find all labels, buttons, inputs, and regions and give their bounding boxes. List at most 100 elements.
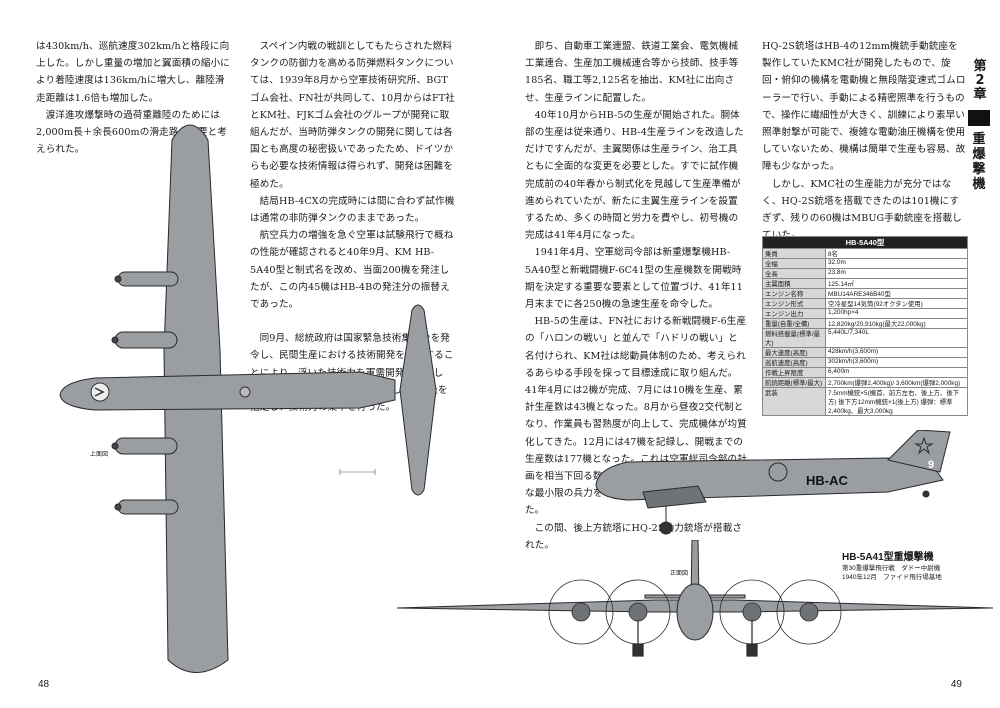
spec-table-title: HB-5A40型 (762, 236, 968, 249)
fuselage (59, 371, 396, 411)
spec-row: 最大速度(高度)428km/h(3,600m) (762, 347, 968, 358)
tail-wheel (922, 490, 930, 498)
paragraph: しかし、KMC社の生産能力が充分ではなく、HQ-2S銃塔を搭載できたのは101機… (762, 178, 962, 242)
spec-value: MBU14ARE346B40型 (825, 288, 968, 299)
front-fuselage (676, 583, 714, 641)
spec-value: 302km/h(3,600m) (825, 357, 968, 368)
spec-value: 428km/h(3,600m) (825, 347, 968, 358)
paragraph: 40年10月からHB-5の生産が開始された。胴体部の生産は従来通り、HB-4生産… (525, 109, 744, 242)
propeller-hub (111, 442, 119, 450)
paragraph: 1941年4月、空軍総司令部は新重爆撃機HB-5A40型と新戦闘機F-6C41型… (525, 247, 743, 311)
page-number-right: 49 (950, 679, 962, 690)
front-view-label: 正面図 (670, 571, 689, 577)
spec-key: 航続距離(標準/最大) (762, 377, 826, 388)
page-number-left: 48 (38, 679, 50, 690)
horizontal-stabilizer (399, 304, 437, 496)
spec-key: 作戦上昇限度 (762, 367, 826, 378)
spec-row: 航続距離(標準/最大)2,700km(爆弾2,400kg)/ 3,600km(爆… (762, 377, 968, 388)
chapter-number: 第2章 (973, 59, 987, 102)
spec-value: 空冷星型14気筒(92オクタン使用) (825, 298, 968, 309)
spec-row: エンジン形式空冷星型14気筒(92オクタン使用) (762, 298, 968, 309)
canopy (239, 386, 251, 398)
spec-row: 燃料搭載量(標準/最大)5,440L/7,340L (762, 328, 968, 348)
spec-value: 2,700km(爆弾2,400kg)/ 3,600km(爆弾2,000kg) (825, 377, 968, 388)
roundel-icon (768, 462, 788, 482)
side-view-diagram: HB-AC 9 (595, 430, 951, 535)
spec-row: 巡航速度(高度)302km/h(3,600m) (762, 357, 968, 368)
plane-caption-title: HB-5A41型重爆撃機 (842, 552, 934, 563)
paragraph: 航空兵力の増強を急ぐ空軍は試験飛行で概ねの性能が確認されると40年9月、KM H… (250, 230, 454, 311)
front-wheel (746, 643, 758, 657)
spec-value: 1,200hp×4 (825, 308, 968, 319)
paragraph: この間、後上方銃塔にHQ-2S動力銃塔が搭載された。 (525, 522, 743, 551)
tail-star-icon (914, 436, 934, 455)
engine-nacelle (117, 499, 179, 515)
spec-value: 7.5mm機銃×5(機首、前方左右、後上方、後下方) 後下方12mm機銃×1(後… (825, 387, 968, 416)
engine-side (642, 485, 707, 509)
spec-key: 乗員 (762, 248, 826, 259)
paragraph: スペイン内戦の戦訓としてもたらされた燃料タンクの防御力を高める防弾燃料タンクにつ… (250, 41, 455, 190)
spec-value: 5,440L/7,340L (825, 328, 968, 348)
propeller-hub (111, 336, 119, 344)
wheel (659, 521, 673, 535)
engine-nacelle (114, 331, 178, 349)
paragraph: は430km/h、巡航速度302km/hと格段に向上した。しかし重量の増加と翼面… (36, 41, 230, 104)
spec-value: 125.14㎡ (825, 278, 968, 289)
plane-caption-base: 1940年12月 ファイド飛行場基地 (842, 574, 942, 581)
paragraph: 渡洋進攻爆撃時の過荷重離陸のためには2,000m長＋余長600mの滑走路が必要と… (36, 109, 227, 156)
spec-key: 巡航速度(高度) (762, 357, 826, 368)
front-wheel (632, 643, 644, 657)
engine-front (742, 602, 762, 622)
aircraft-top-view (59, 124, 437, 673)
spec-key: 全長 (762, 268, 826, 279)
engine-front (799, 602, 819, 622)
spec-value: 12,820kg/20,910kg(最大22,000kg) (825, 318, 968, 329)
propeller-hub (114, 503, 122, 511)
scale-bar (339, 469, 376, 475)
paragraph: 即ち、自動車工業連盟、鉄道工業会、電気機械工業連合、生産加工機械連合等から技師、… (525, 41, 739, 104)
spec-row: 重量(自重/全備)12,820kg/20,910kg(最大22,000kg) (762, 318, 968, 329)
spec-key: 重量(自重/全備) (762, 318, 826, 329)
engine-nacelle (114, 437, 178, 455)
propeller-disc (776, 579, 842, 645)
engine-front (628, 602, 648, 622)
spec-key: 主翼面積 (762, 278, 826, 289)
spec-key: 全幅 (762, 258, 826, 269)
chapter-title: 重爆撃機 (972, 132, 986, 192)
engine-nacelle (117, 271, 179, 287)
turret-icon (90, 382, 110, 402)
chapter-bar (968, 110, 990, 126)
propeller-disc (548, 579, 614, 645)
side-marking-code: HB-AC (806, 473, 848, 488)
top-view-diagram (59, 124, 437, 673)
top-view-label: 上面図 (90, 452, 109, 458)
front-view-diagram (396, 540, 994, 657)
plane-caption-unit: 第30重爆撃飛行戦 ダドー中尉機 (842, 565, 941, 572)
spec-value: 8名 (825, 248, 968, 259)
paragraph: 結局HB-4CXの完成時には間に合わず試作機は通常の非防弾タンクのままであった。 (250, 195, 455, 225)
spec-key: エンジン出力 (762, 308, 826, 319)
propeller-hub (114, 275, 122, 283)
spec-key: 最大速度(高度) (762, 347, 826, 358)
spec-value: 23.8m (825, 268, 968, 279)
spec-value: 6,400m (825, 367, 968, 378)
vertical-tail (887, 430, 951, 473)
tail-marking-number: 9 (928, 459, 934, 471)
engine-front (571, 602, 591, 622)
right-column-2: HQ-2S銃塔はHB-4の12mm機銃手動銃座を製作していたKMC社が開発したも… (762, 38, 967, 244)
spec-key: 武装 (762, 387, 826, 416)
paragraph: HQ-2S銃塔はHB-4の12mm機銃手動銃座を製作していたKMC社が開発したも… (762, 41, 966, 173)
spec-key: 燃料搭載量(標準/最大) (762, 328, 826, 348)
spec-key: エンジン形式 (762, 298, 826, 309)
spec-value: 32.0m (825, 258, 968, 269)
left-column-1: は430km/h、巡航速度302km/hと格段に向上した。しかし重量の増加と翼面… (36, 38, 232, 158)
